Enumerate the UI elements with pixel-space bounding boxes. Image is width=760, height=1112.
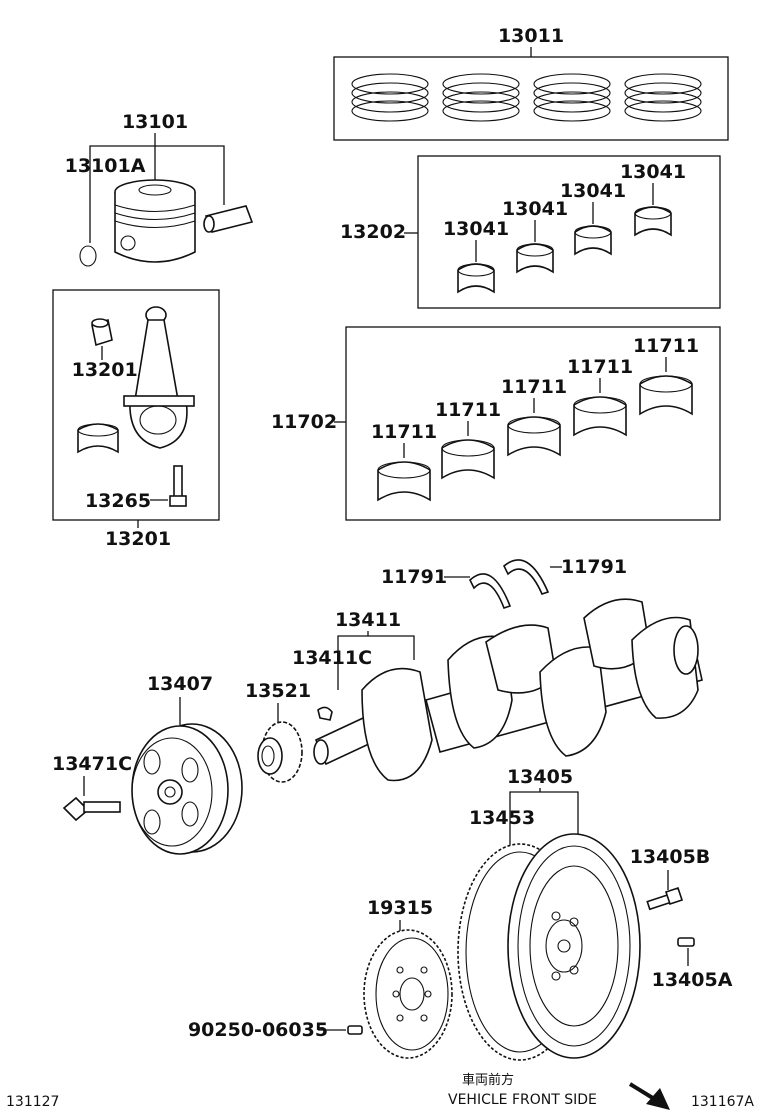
main-bearing-shell-2[interactable] [441, 439, 495, 480]
label-13453[interactable]: 13453 [469, 807, 535, 829]
pulley-group: 13407 13471C [52, 673, 243, 855]
piston-pin[interactable] [203, 205, 254, 233]
piston-ring-1[interactable] [351, 73, 429, 122]
footer-left-code: 131127 [6, 1094, 59, 1110]
conrod-bearing-set-group: 13202 13041 13041 13041 13041 [340, 155, 721, 309]
drive-plate-group: 19315 90250-06035 [188, 897, 453, 1059]
label-11791-right[interactable]: 11791 [561, 556, 627, 578]
main-bearing-shell-3[interactable] [507, 416, 561, 457]
direction-arrow-icon [628, 1082, 670, 1110]
direction-label-jp: 車両前方 [462, 1072, 514, 1088]
thrust-washer-1[interactable] [469, 573, 512, 609]
label-13041-b[interactable]: 13041 [502, 198, 568, 220]
crank-key[interactable] [317, 706, 333, 721]
main-bearing-shell-4[interactable] [573, 396, 627, 437]
label-11791-left[interactable]: 11791 [381, 566, 447, 588]
flywheel-bolt[interactable] [646, 886, 684, 911]
label-13405A[interactable]: 13405A [652, 969, 733, 991]
thrust-washer-group: 11791 11791 [381, 556, 627, 609]
flywheel-pin[interactable] [677, 937, 695, 947]
snap-ring[interactable] [79, 245, 97, 267]
piston-ring-4[interactable] [624, 73, 702, 122]
conrod-bolt[interactable] [169, 465, 187, 507]
label-13405[interactable]: 13405 [507, 766, 573, 788]
label-13265[interactable]: 13265 [85, 490, 151, 512]
label-13407[interactable]: 13407 [147, 673, 213, 695]
label-13011[interactable]: 13011 [498, 25, 564, 47]
connecting-rod[interactable] [123, 306, 195, 449]
conrod-bearing-set-box [417, 155, 721, 309]
label-13405B[interactable]: 13405B [630, 846, 711, 868]
label-19315[interactable]: 19315 [367, 897, 433, 919]
piston-group: 13101 13101A [65, 111, 254, 267]
conrod-bearing-shell-1[interactable] [457, 263, 495, 294]
label-13411C[interactable]: 13411C [292, 647, 372, 669]
piston-ring-3[interactable] [533, 73, 611, 122]
piston-ring-2[interactable] [442, 73, 520, 122]
label-13471C[interactable]: 13471C [52, 753, 132, 775]
main-bearing-set-box [345, 326, 721, 521]
conrod-bushing[interactable] [91, 318, 113, 347]
crank-timing-gear[interactable] [257, 721, 303, 783]
crank-gear-group: 13521 [245, 680, 311, 783]
conrod-box [52, 289, 220, 521]
flywheel[interactable] [507, 833, 641, 1059]
label-13411[interactable]: 13411 [335, 609, 401, 631]
conrod-bearing-shell-2[interactable] [516, 243, 554, 274]
pulley-bolt[interactable] [62, 796, 121, 822]
label-90250-06035[interactable]: 90250-06035 [188, 1019, 328, 1041]
piston-ring-set-group: 13011 [333, 25, 729, 141]
label-13202[interactable]: 13202 [340, 221, 406, 243]
flywheel-group: 13405 13453 13405B 13405A [457, 766, 733, 1061]
crankshaft[interactable] [313, 598, 703, 782]
crank-pulley[interactable] [131, 723, 243, 855]
main-bearing-shell-1[interactable] [377, 461, 431, 502]
label-13521[interactable]: 13521 [245, 680, 311, 702]
piston-ring-set-box [333, 56, 729, 141]
direction-label-en: VEHICLE FRONT SIDE [448, 1092, 597, 1108]
label-11711-a[interactable]: 11711 [371, 421, 437, 443]
conrod-bearing[interactable] [77, 423, 119, 454]
label-11711-b[interactable]: 11711 [435, 399, 501, 421]
drive-plate-pin[interactable] [347, 1025, 363, 1035]
main-bearing-set-group: 11702 11711 11711 11711 11711 11711 [271, 326, 721, 521]
label-11702[interactable]: 11702 [271, 411, 337, 433]
label-11711-d[interactable]: 11711 [567, 356, 633, 378]
label-13041-a[interactable]: 13041 [443, 218, 509, 240]
footer-right-code: 131167A [691, 1094, 754, 1110]
conrod-group: 13201 13201A 13265 [52, 289, 220, 550]
label-13101[interactable]: 13101 [122, 111, 188, 133]
piston[interactable] [114, 179, 196, 263]
label-13041-c[interactable]: 13041 [560, 180, 626, 202]
main-bearing-shell-5[interactable] [639, 375, 693, 416]
label-13201[interactable]: 13201 [105, 528, 171, 550]
crankshaft-group: 13411 13411C [292, 598, 703, 782]
label-11711-c[interactable]: 11711 [501, 376, 567, 398]
thrust-washer-2[interactable] [503, 559, 550, 595]
drive-plate[interactable] [363, 929, 453, 1059]
label-13041-d[interactable]: 13041 [620, 161, 686, 183]
label-13201A[interactable]: 13201A [72, 359, 153, 381]
label-13101A[interactable]: 13101A [65, 155, 146, 177]
conrod-bearing-shell-4[interactable] [634, 206, 672, 237]
conrod-bearing-shell-3[interactable] [574, 225, 612, 256]
label-11711-e[interactable]: 11711 [633, 335, 699, 357]
